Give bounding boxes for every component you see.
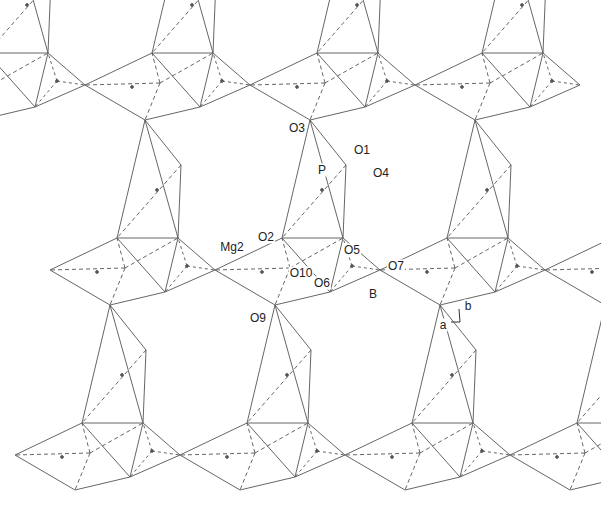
atom-label: P: [317, 164, 327, 177]
atom-label: O1: [353, 144, 371, 157]
atom-label: O10: [289, 267, 314, 280]
cluster: [0, 0, 601, 490]
axis-marker: [451, 309, 460, 322]
atom-label: B: [368, 288, 378, 301]
atom-label: O2: [257, 231, 275, 244]
atom-label: a: [439, 319, 448, 332]
atom-label: O9: [249, 312, 267, 325]
atom-label: O5: [343, 244, 361, 257]
atom-label: Mg2: [219, 241, 244, 254]
atom-label: O4: [372, 167, 390, 180]
atom-label: O3: [288, 122, 306, 135]
atom-label: O6: [313, 277, 331, 290]
atom-label: b: [464, 300, 473, 313]
atom-label: O7: [387, 260, 405, 273]
